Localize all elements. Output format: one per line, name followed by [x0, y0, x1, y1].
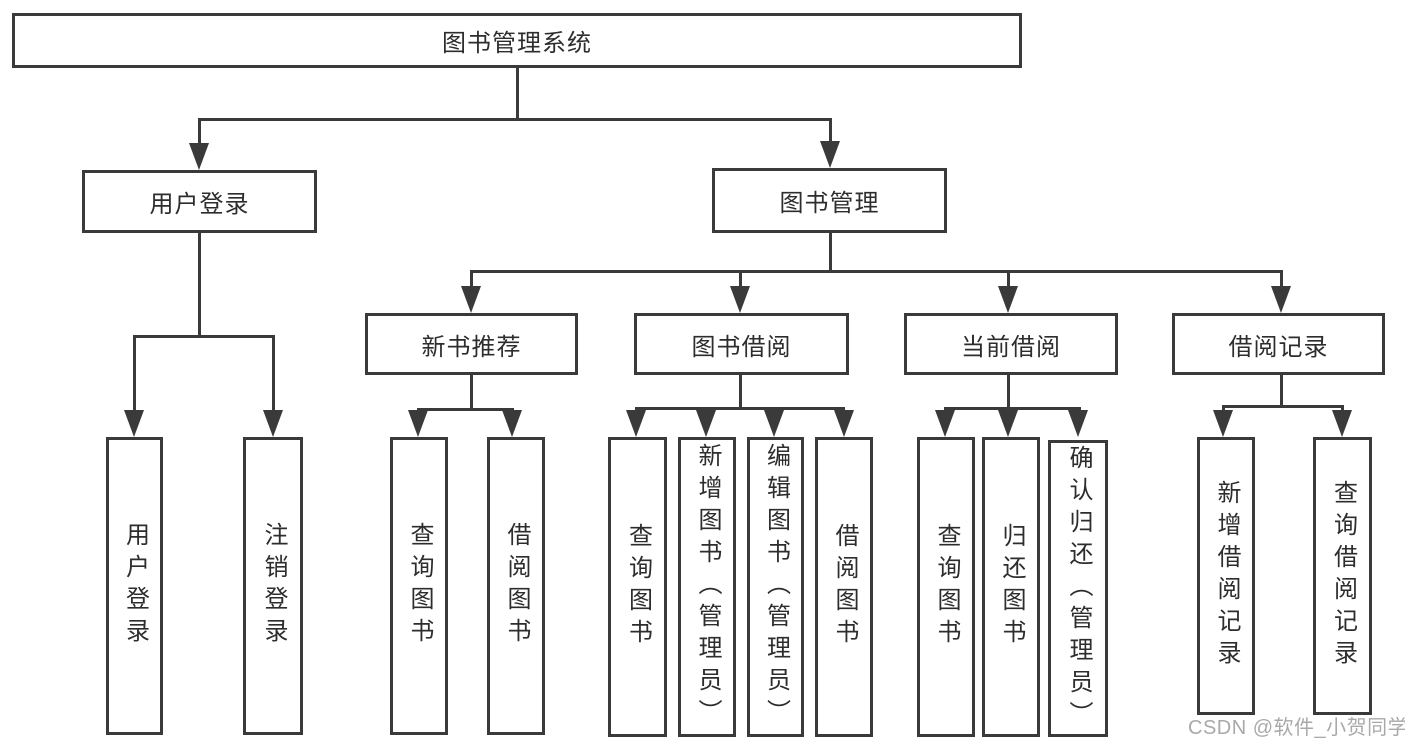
connector-line — [272, 335, 275, 415]
node-leaf-edit-books-admin: 编辑图书（管理员） — [747, 437, 804, 737]
arrow-down-icon — [820, 141, 840, 168]
connector-line — [1280, 375, 1283, 405]
arrow-down-icon — [1213, 410, 1233, 437]
connector-line — [1007, 270, 1010, 290]
connector-line — [417, 408, 514, 411]
connector-line — [829, 233, 832, 270]
arrow-down-icon — [502, 410, 522, 437]
connector-line — [198, 233, 201, 335]
csdn-watermark: CSDN @软件_小贺同学 — [1188, 717, 1405, 739]
node-root-library-management-system: 图书管理系统 — [12, 13, 1022, 68]
connector-line — [516, 68, 519, 118]
node-leaf-query-borrow-record: 查询借阅记录 — [1313, 437, 1372, 715]
node-current-borrowing: 当前借阅 — [904, 313, 1118, 375]
arrow-down-icon — [834, 410, 854, 437]
connector-line — [133, 335, 136, 415]
arrow-down-icon — [1332, 410, 1352, 437]
node-leaf-logout: 注销登录 — [243, 437, 303, 735]
connector-line — [1222, 405, 1344, 408]
node-borrowing-records: 借阅记录 — [1172, 313, 1385, 375]
connector-line — [739, 270, 742, 290]
arrow-down-icon — [263, 410, 283, 437]
arrow-down-icon — [998, 286, 1018, 313]
leaf-label: 查询图书 — [406, 522, 433, 650]
connector-line — [470, 375, 473, 408]
connector-line — [1007, 375, 1010, 407]
arrow-down-icon — [1068, 410, 1088, 437]
leaf-label: 新增借阅记录 — [1213, 480, 1240, 672]
leaf-label: 查询图书 — [933, 523, 960, 651]
connector-line — [198, 118, 832, 121]
leaf-label: 注销登录 — [260, 522, 287, 650]
node-new-book-recommend: 新书推荐 — [365, 313, 578, 375]
arrow-down-icon — [764, 410, 784, 437]
node-leaf-query-books-borrowing: 查询图书 — [608, 437, 667, 737]
node-leaf-user-login: 用户登录 — [106, 437, 163, 735]
node-leaf-query-books-current: 查询图书 — [917, 437, 975, 737]
node-book-management: 图书管理 — [712, 168, 947, 233]
arrow-down-icon — [124, 410, 144, 437]
node-leaf-return-books: 归还图书 — [982, 437, 1040, 737]
leaf-label: 归还图书 — [998, 523, 1025, 651]
node-leaf-add-books-admin: 新增图书（管理员） — [678, 437, 736, 737]
arrow-down-icon — [189, 143, 209, 170]
arrow-down-icon — [935, 410, 955, 437]
connector-line — [944, 407, 1081, 410]
node-leaf-add-borrow-record: 新增借阅记录 — [1197, 437, 1255, 715]
connector-line — [829, 118, 832, 148]
node-leaf-borrow-books-recommend: 借阅图书 — [487, 437, 545, 735]
leaf-label: 编辑图书（管理员） — [762, 443, 790, 731]
arrow-down-icon — [626, 410, 646, 437]
arrow-down-icon — [461, 286, 481, 313]
leaf-label: 借阅图书 — [831, 523, 858, 651]
connector-line — [470, 270, 1283, 273]
arrow-down-icon — [1271, 286, 1291, 313]
arrow-down-icon — [408, 410, 428, 437]
connector-line — [1280, 270, 1283, 290]
leaf-label: 新增图书（管理员） — [694, 443, 721, 731]
connector-line — [133, 335, 275, 338]
node-book-borrowing: 图书借阅 — [634, 313, 849, 375]
node-user-login: 用户登录 — [82, 170, 317, 233]
arrow-down-icon — [730, 286, 750, 313]
connector-line — [739, 375, 742, 407]
leaf-label: 借阅图书 — [503, 522, 530, 650]
arrow-down-icon — [696, 410, 716, 437]
node-leaf-query-books-recommend: 查询图书 — [390, 437, 448, 735]
connector-line — [470, 270, 473, 290]
leaf-label: 查询图书 — [624, 523, 652, 651]
leaf-label: 用户登录 — [121, 522, 149, 650]
connector-line — [198, 118, 201, 150]
leaf-label: 查询借阅记录 — [1329, 480, 1357, 672]
node-leaf-borrow-books: 借阅图书 — [815, 437, 873, 737]
arrow-down-icon — [998, 410, 1018, 437]
leaf-label: 确认归还（管理员） — [1065, 444, 1092, 733]
connector-line — [635, 407, 845, 410]
node-leaf-confirm-return-admin: 确认归还（管理员） — [1048, 440, 1108, 737]
